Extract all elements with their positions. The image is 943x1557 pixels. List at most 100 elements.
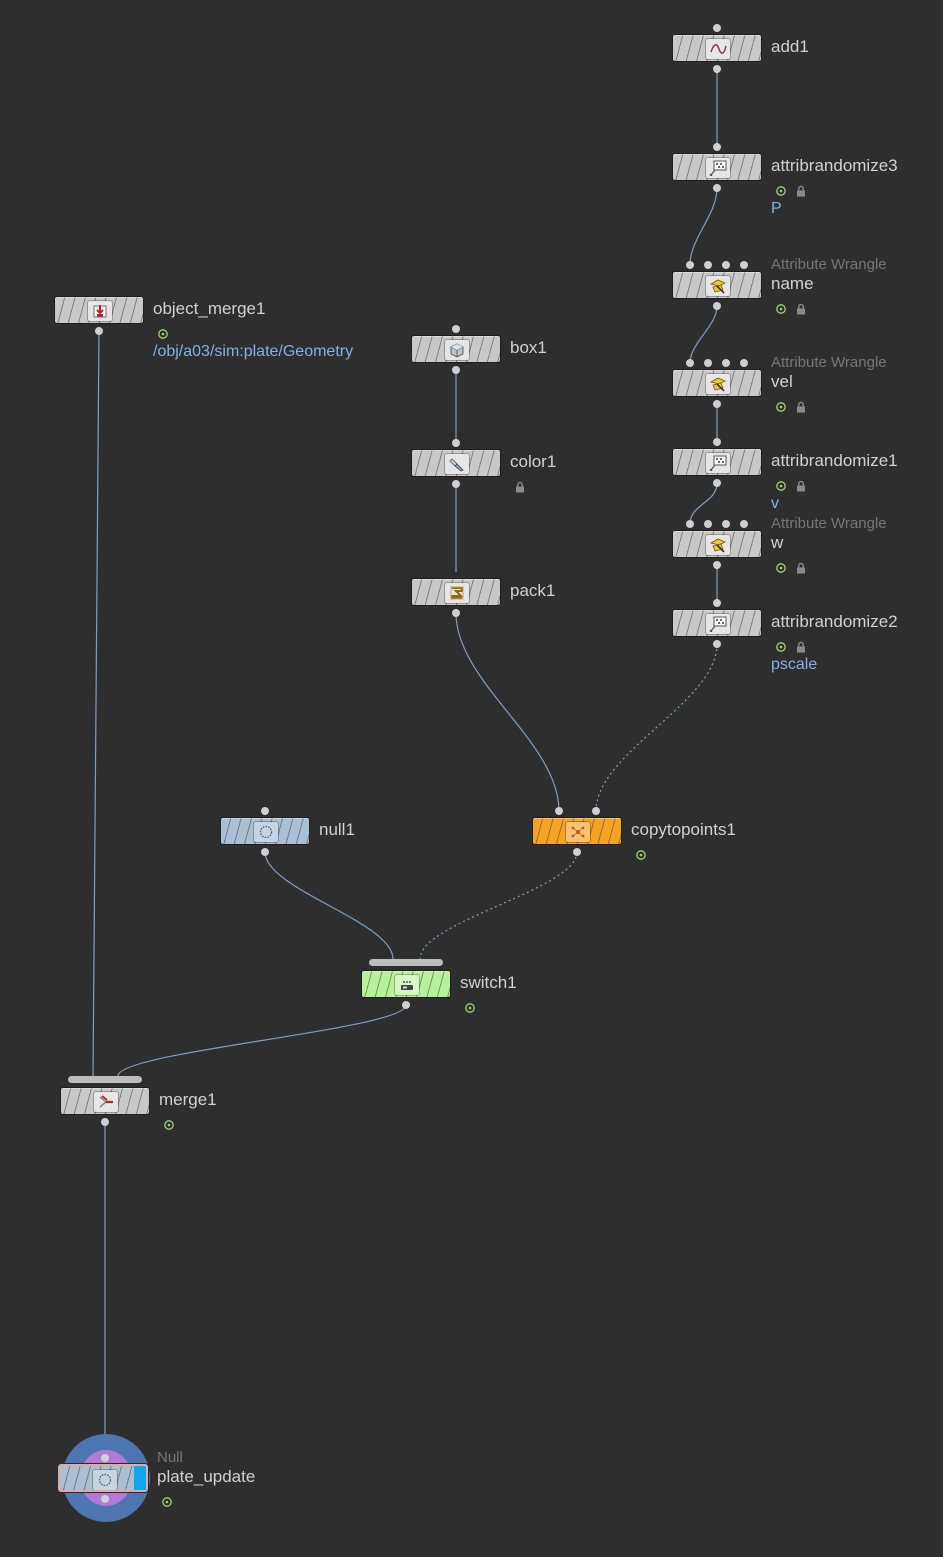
node-null1[interactable]: [220, 817, 310, 845]
template-flag-icon[interactable]: [161, 1493, 173, 1507]
wire-null1-to-switch1[interactable]: [264, 851, 394, 960]
input-port[interactable]: [713, 24, 721, 32]
output-port[interactable]: [452, 366, 460, 374]
node-name[interactable]: [672, 271, 762, 299]
output-port[interactable]: [713, 184, 721, 192]
input-port[interactable]: [704, 359, 712, 367]
input-port[interactable]: [740, 520, 748, 528]
input-port[interactable]: [713, 599, 721, 607]
input-port[interactable]: [704, 261, 712, 269]
lock-icon[interactable]: [795, 559, 807, 574]
output-port[interactable]: [452, 480, 460, 488]
node-name-label[interactable]: attribrandomize1: [771, 451, 898, 470]
node-merge1[interactable]: [60, 1087, 150, 1115]
node-name-label[interactable]: null1: [319, 820, 355, 839]
template-flag-icon[interactable]: [775, 477, 787, 491]
output-port[interactable]: [713, 640, 721, 648]
lock-icon[interactable]: [795, 477, 807, 492]
output-port[interactable]: [95, 327, 103, 335]
node-vel[interactable]: [672, 369, 762, 397]
input-port[interactable]: [101, 1454, 109, 1462]
template-flag-icon[interactable]: [775, 398, 787, 412]
node-name-label[interactable]: plate_update: [157, 1467, 256, 1486]
node-name-label[interactable]: attribrandomize3: [771, 156, 898, 175]
output-port[interactable]: [402, 1001, 410, 1009]
node-name-label[interactable]: color1: [510, 452, 557, 471]
node-color1[interactable]: [411, 449, 501, 477]
input-port[interactable]: [686, 261, 694, 269]
lock-icon[interactable]: [514, 478, 526, 493]
node-name-label[interactable]: vel: [771, 372, 793, 391]
input-port[interactable]: [740, 261, 748, 269]
multi-input-bar[interactable]: [369, 959, 443, 966]
node-attribrandomize2[interactable]: [672, 609, 762, 637]
input-port[interactable]: [686, 359, 694, 367]
template-flag-icon[interactable]: [163, 1116, 175, 1130]
template-flag-icon[interactable]: [775, 638, 787, 652]
node-switch1[interactable]: [361, 970, 451, 998]
wire-attribrandomize2-to-copytopoints1[interactable]: [595, 643, 718, 812]
input-port[interactable]: [722, 520, 730, 528]
wire-pack1-to-copytopoints1[interactable]: [455, 612, 560, 812]
lock-icon[interactable]: [795, 398, 807, 413]
node-name-label[interactable]: merge1: [159, 1090, 217, 1109]
output-port[interactable]: [713, 302, 721, 310]
input-port[interactable]: [555, 807, 563, 815]
node-copytopoints1[interactable]: [532, 817, 622, 845]
node-name-label[interactable]: object_merge1: [153, 299, 266, 318]
node-name-label[interactable]: w: [771, 533, 784, 552]
wire-copytopoints1-to-switch1[interactable]: [419, 851, 578, 960]
input-port[interactable]: [261, 807, 269, 815]
node-name-label[interactable]: attribrandomize2: [771, 612, 898, 631]
output-port[interactable]: [452, 609, 460, 617]
node-attribrandomize3[interactable]: [672, 153, 762, 181]
input-port[interactable]: [452, 439, 460, 447]
input-port[interactable]: [686, 520, 694, 528]
wire-object-merge1-to-merge1[interactable]: [92, 330, 100, 1077]
wire-attribrandomize3-to-name[interactable]: [689, 187, 718, 266]
template-flag-icon[interactable]: [775, 300, 787, 314]
output-port[interactable]: [101, 1118, 109, 1126]
output-port[interactable]: [713, 400, 721, 408]
input-port[interactable]: [722, 261, 730, 269]
node-w[interactable]: [672, 530, 762, 558]
template-flag-icon[interactable]: [775, 182, 787, 196]
node-plate-update[interactable]: [58, 1464, 148, 1492]
node-name-label[interactable]: switch1: [460, 973, 517, 992]
template-flag-icon[interactable]: [464, 999, 476, 1013]
node-name-label[interactable]: box1: [510, 338, 547, 357]
node-name-label[interactable]: name: [771, 274, 814, 293]
node-object-merge1[interactable]: [54, 296, 144, 324]
output-port[interactable]: [101, 1495, 109, 1503]
node-name-label[interactable]: add1: [771, 37, 809, 56]
output-port[interactable]: [573, 848, 581, 856]
node-add1[interactable]: [672, 34, 762, 62]
wire-attribrandomize1-to-w[interactable]: [689, 482, 718, 525]
output-port[interactable]: [713, 65, 721, 73]
input-port[interactable]: [592, 807, 600, 815]
input-port[interactable]: [713, 143, 721, 151]
display-flag[interactable]: [134, 1466, 146, 1490]
lock-icon[interactable]: [795, 182, 807, 197]
template-flag-icon[interactable]: [775, 559, 787, 573]
node-pack1[interactable]: [411, 578, 501, 606]
wire-name-to-vel[interactable]: [689, 305, 718, 364]
output-port[interactable]: [261, 848, 269, 856]
wire-switch1-to-merge1[interactable]: [117, 1004, 407, 1077]
lock-icon[interactable]: [795, 300, 807, 315]
node-name-label[interactable]: copytopoints1: [631, 820, 736, 839]
output-port[interactable]: [713, 561, 721, 569]
template-flag-icon[interactable]: [157, 325, 169, 339]
lock-icon[interactable]: [795, 638, 807, 653]
output-port[interactable]: [713, 479, 721, 487]
input-port[interactable]: [713, 438, 721, 446]
node-box1[interactable]: [411, 335, 501, 363]
node-attribrandomize1[interactable]: [672, 448, 762, 476]
input-port[interactable]: [740, 359, 748, 367]
input-port[interactable]: [452, 325, 460, 333]
input-port[interactable]: [704, 520, 712, 528]
input-port[interactable]: [722, 359, 730, 367]
multi-input-bar[interactable]: [68, 1076, 142, 1083]
node-name-label[interactable]: pack1: [510, 581, 556, 600]
template-flag-icon[interactable]: [635, 846, 647, 860]
